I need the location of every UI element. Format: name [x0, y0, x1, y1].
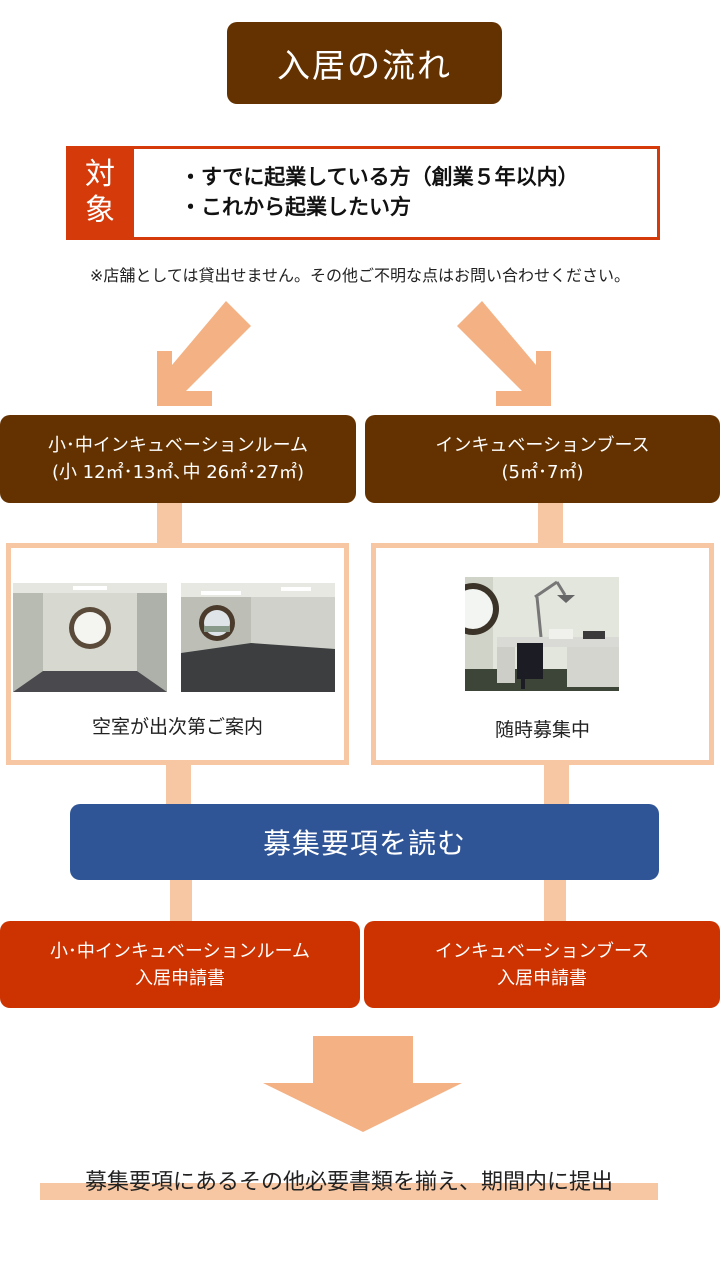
booth-application-box: インキュベーションブース 入居申請書	[364, 921, 720, 1008]
room-header: 小･中インキュベーションルーム (小 12㎡･13㎡､中 26㎡･27㎡)	[0, 415, 356, 503]
final-step-text: 募集要項にあるその他必要書類を揃え、期間内に提出	[84, 1170, 613, 1195]
booth-header: インキュベーションブース (5㎡･7㎡)	[365, 415, 720, 503]
booth-photo	[465, 577, 619, 691]
room-caption: 空室が出次第ご案内	[91, 716, 263, 738]
target-list: ・すでに起業している方（創業５年以内） ・これから起業したい方	[180, 162, 650, 222]
arrow-down-left-icon	[157, 301, 251, 406]
room-application-title: 小･中インキュベーションルーム	[49, 940, 311, 962]
arrow-down-right-icon	[457, 301, 551, 406]
room-application-form: 入居申請書	[135, 967, 225, 989]
booth-application-title: インキュベーションブース	[434, 940, 650, 962]
page-title: 入居の流れ	[227, 22, 502, 104]
connector	[538, 503, 563, 543]
final-step-bar	[40, 1183, 658, 1200]
connector	[544, 880, 566, 921]
booth-header-size: (5㎡･7㎡)	[501, 462, 584, 483]
arrow-down-icon	[263, 1036, 462, 1132]
room-header-size: (小 12㎡･13㎡､中 26㎡･27㎡)	[51, 462, 305, 483]
target-label-line1: 対	[85, 157, 115, 192]
target-label: 対 象	[66, 146, 134, 240]
connector	[157, 503, 182, 543]
booth-application-form: 入居申請書	[497, 967, 587, 989]
connector	[170, 880, 192, 921]
target-item: ・すでに起業している方（創業５年以内）	[180, 165, 579, 189]
room-application-box: 小･中インキュベーションルーム 入居申請書	[0, 921, 360, 1008]
room-header-title: 小･中インキュベーションルーム	[47, 435, 309, 456]
note-text: ※店舗としては貸出せません。その他ご不明な点はお問い合わせください。	[89, 266, 631, 285]
guidelines-box: 募集要項を読む	[70, 804, 659, 880]
booth-header-title: インキュベーションブース	[435, 435, 650, 456]
connector	[166, 765, 191, 804]
target-label-line2: 象	[85, 193, 115, 228]
room-photo-1	[13, 583, 167, 692]
connector	[544, 765, 569, 804]
room-photo-2	[181, 583, 335, 692]
target-item: ・これから起業したい方	[180, 195, 411, 219]
booth-caption: 随時募集中	[494, 719, 590, 741]
